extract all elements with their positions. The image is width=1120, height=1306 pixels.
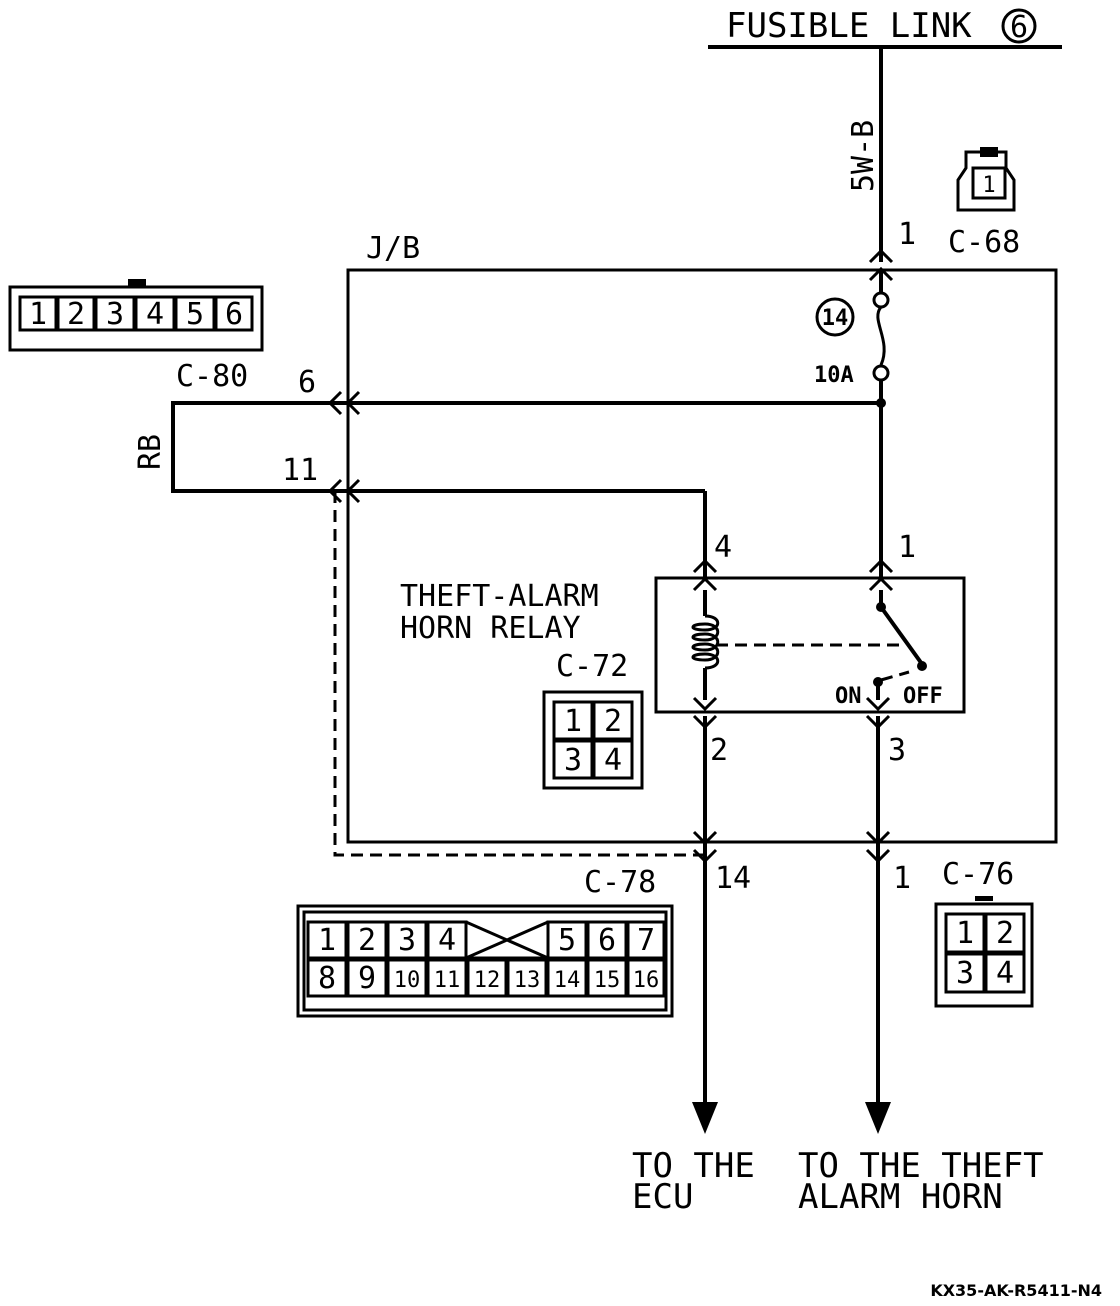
c78-pin-16: 16 — [633, 968, 660, 993]
fusible-link-title: FUSIBLE LINK — [726, 6, 972, 46]
fuse-rating: 10A — [814, 363, 854, 388]
fuse-element — [876, 306, 886, 366]
switch-off-contact — [917, 661, 927, 671]
c76-pin-1: 1 — [956, 916, 974, 951]
wire-label-5wb: 5W-B — [846, 120, 881, 192]
fuse-number: 14 — [822, 306, 849, 331]
switch-travel — [880, 670, 910, 682]
switch-blade — [879, 605, 924, 666]
fusible-link-number-circle — [1001, 8, 1037, 44]
horn-label-line2: ALARM HORN — [798, 1177, 1003, 1217]
c78-pin-1: 1 — [318, 923, 336, 958]
connector-c76-label: C-76 — [942, 857, 1014, 892]
c78-pin-6: 6 — [598, 923, 616, 958]
c78-pin-14: 14 — [554, 968, 581, 993]
connector-mark-c76-1 — [865, 830, 891, 864]
c80-pin-1: 1 — [29, 297, 47, 332]
c76-pin-3: 3 — [956, 956, 974, 991]
c78-pin-9: 9 — [358, 961, 376, 996]
pin-label-c68-1: 1 — [898, 217, 916, 252]
pin-label-relay-3: 3 — [888, 733, 906, 768]
c72-pin-4: 4 — [604, 743, 622, 778]
connector-c72-icon — [542, 690, 644, 790]
c72-pin-2: 2 — [604, 704, 622, 739]
pin-label-c76-1: 1 — [893, 861, 911, 896]
horn-arrow-icon — [865, 1102, 891, 1134]
wire-label-rb: RB — [133, 434, 168, 470]
pin-label-c80-11: 11 — [282, 453, 318, 488]
fuse-number-circle — [815, 297, 855, 337]
rb-wire-loop — [171, 401, 330, 493]
junction-block — [346, 268, 1058, 844]
diagram-code: KX35-AK-R5411-N4 — [930, 1281, 1102, 1300]
pin-label-relay-1: 1 — [898, 530, 916, 565]
pin-label-c78-14: 14 — [715, 861, 751, 896]
c78-pin-8: 8 — [318, 961, 336, 996]
connector-c76-icon — [934, 896, 1034, 1008]
c78-pin-7: 7 — [637, 923, 655, 958]
dashed-shield-wire — [333, 491, 705, 857]
pin-label-c80-6: 6 — [298, 365, 316, 400]
relay-name-line2: HORN RELAY — [400, 611, 581, 646]
c78-pin-15: 15 — [594, 968, 621, 993]
ecu-label-line2: ECU — [632, 1177, 693, 1217]
c78-pin-11: 11 — [434, 968, 461, 993]
connector-mark-relay-4 — [692, 558, 718, 592]
pin-label-relay-4: 4 — [714, 530, 732, 565]
c80-pin-6: 6 — [225, 297, 243, 332]
connector-c80-icon — [8, 279, 264, 352]
c78-pin-3: 3 — [398, 923, 416, 958]
c80-pin-2: 2 — [67, 297, 85, 332]
c72-pin-3: 3 — [564, 743, 582, 778]
c80-pin-4: 4 — [146, 297, 164, 332]
relay-box — [654, 576, 966, 714]
pin-label-relay-2: 2 — [710, 733, 728, 768]
connector-c78-icon — [296, 904, 674, 1018]
c76-pin-2: 2 — [996, 916, 1014, 951]
c78-pin-10: 10 — [394, 968, 421, 993]
relay-coil — [691, 614, 720, 670]
connector-c68-icon — [956, 147, 1016, 212]
c78-pin-5: 5 — [558, 923, 576, 958]
connector-mark-c68 — [868, 248, 894, 282]
junction-block-label: J/B — [366, 231, 420, 266]
ecu-label-line1: TO THE — [632, 1146, 755, 1186]
connector-c80-label: C-80 — [176, 359, 248, 394]
connector-mark-c80-11 — [327, 478, 361, 504]
horn-label-line1: TO THE THEFT — [798, 1146, 1044, 1186]
connector-c68-pin: 1 — [982, 173, 995, 198]
fuse-terminal-top — [872, 291, 890, 309]
c72-pin-1: 1 — [564, 704, 582, 739]
relay-state-on: ON — [835, 684, 862, 709]
connector-c68-label: C-68 — [948, 225, 1020, 260]
c78-pin-4: 4 — [438, 923, 456, 958]
fuse-terminal-bottom — [872, 364, 890, 382]
ecu-arrow-icon — [692, 1102, 718, 1134]
connector-c72-label: C-72 — [556, 649, 628, 684]
c76-pin-4: 4 — [996, 956, 1014, 991]
c80-pin-3: 3 — [106, 297, 124, 332]
connector-mark-relay-1 — [868, 558, 894, 592]
connector-c78-label: C-78 — [584, 865, 656, 900]
connector-mark-c78-14 — [692, 830, 718, 864]
c78-pin-2: 2 — [358, 923, 376, 958]
relay-state-off: OFF — [903, 684, 943, 709]
c78-pin-13: 13 — [514, 968, 541, 993]
relay-name-line1: THEFT-ALARM — [400, 579, 599, 614]
c80-pin-5: 5 — [186, 297, 204, 332]
c78-pin-12: 12 — [474, 968, 501, 993]
fusible-link-number: 6 — [1010, 10, 1028, 45]
